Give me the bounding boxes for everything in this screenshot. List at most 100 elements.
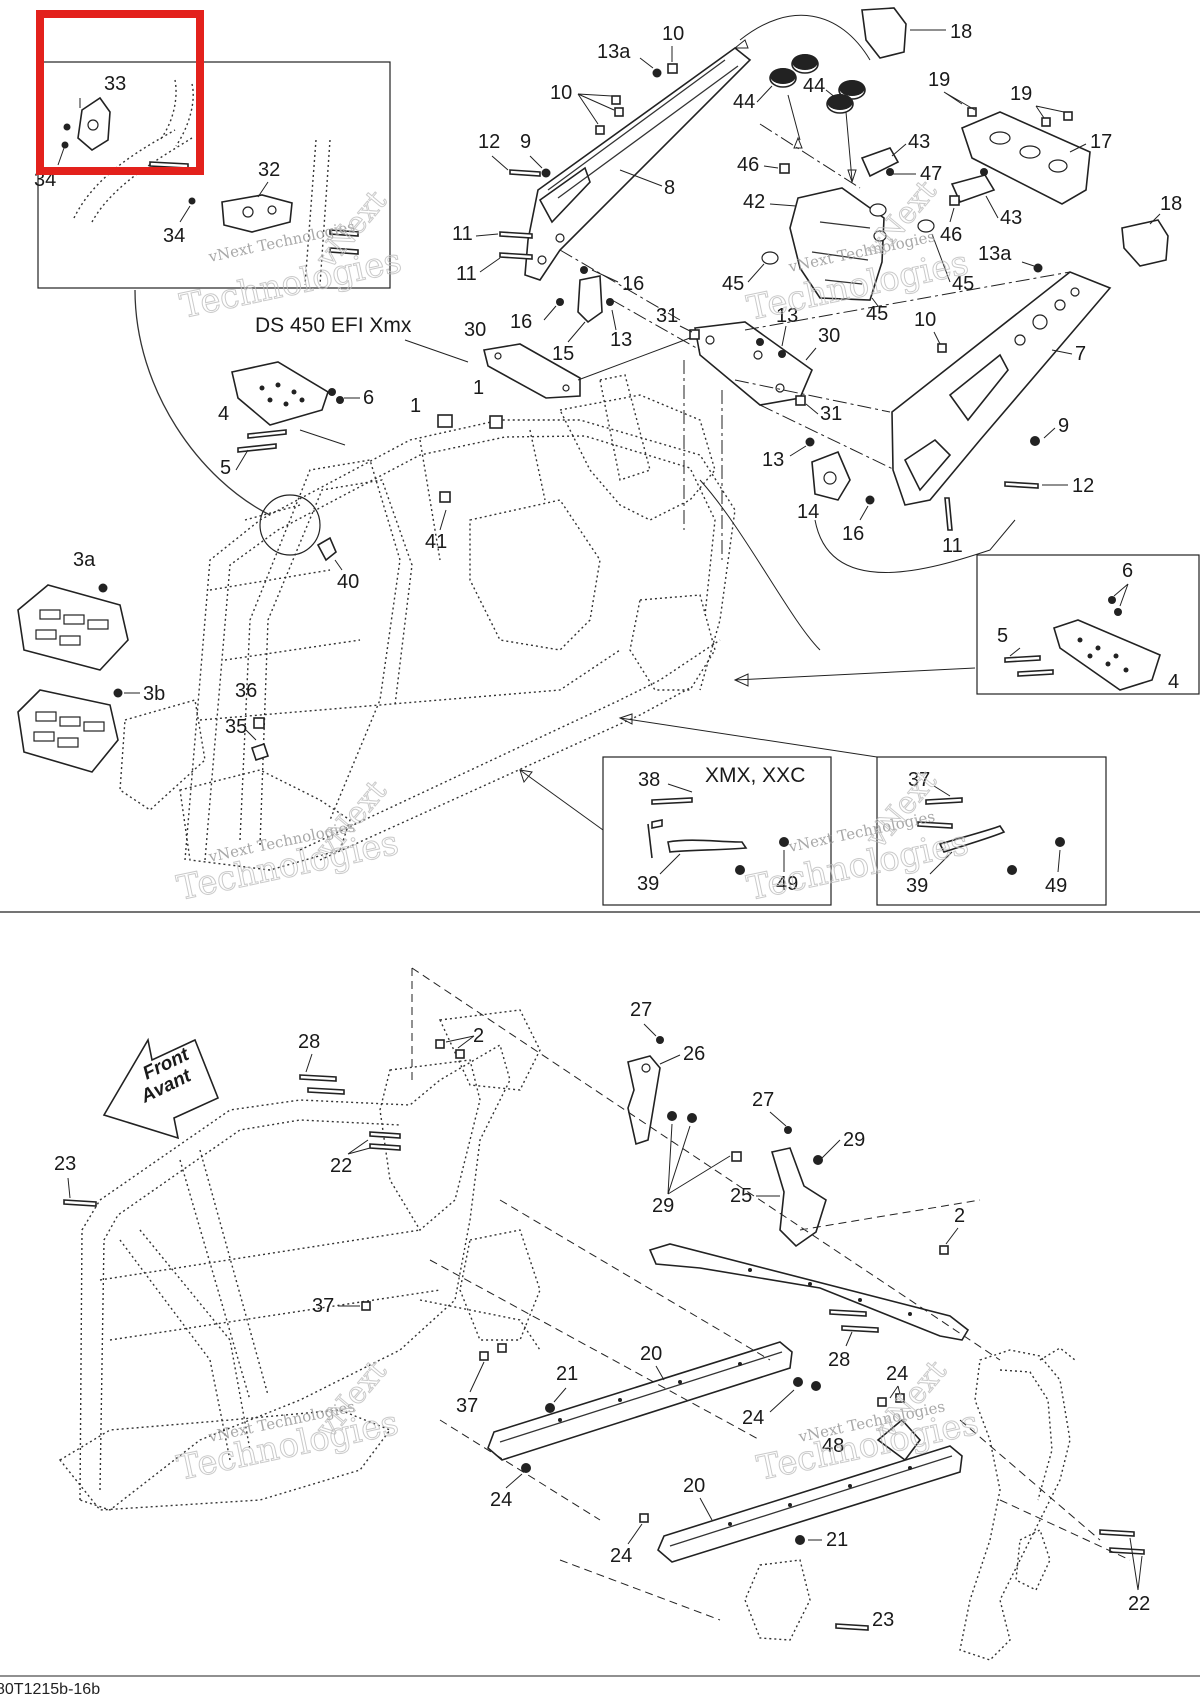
inset-frame-tube-upper	[159, 79, 194, 147]
clip-40	[316, 536, 337, 562]
callout-19-a: 19	[928, 69, 950, 91]
callout-47: 47	[920, 163, 942, 185]
callout-27-right: 27	[752, 1089, 774, 1111]
callout-44-a: 44	[733, 91, 755, 113]
skidplate-3b-ghost	[119, 699, 206, 811]
callout-45-b: 45	[952, 273, 974, 295]
bracket-26	[627, 1055, 661, 1146]
callout-46-a: 46	[737, 154, 759, 176]
bracket-rear-lower	[744, 1559, 811, 1641]
nut-41	[439, 491, 451, 503]
callout-10-right: 10	[914, 309, 936, 331]
callout-16-c: 16	[842, 523, 864, 545]
callout-5-left: 5	[220, 457, 231, 479]
frame-arm-8-cutout	[538, 166, 591, 224]
bolt-1a	[437, 414, 453, 428]
frame-arm-8	[524, 46, 752, 281]
bolt-5c	[1004, 655, 1041, 663]
caption-xmx-xxc: XMX, XXC	[705, 764, 805, 787]
callout-6-left: 6	[363, 387, 374, 409]
callout-5-right: 5	[997, 625, 1008, 647]
callout-1-left: 1	[410, 395, 421, 417]
frame-arm-7-cutout	[948, 353, 1009, 422]
frame-bottom	[58, 1009, 541, 1511]
callout-13-c: 13	[762, 449, 784, 471]
callout-40: 40	[337, 571, 359, 593]
frame-rear-right	[959, 1347, 1076, 1661]
callout-16-a: 16	[622, 273, 644, 295]
callout-49-xmx: 49	[776, 873, 798, 895]
nut-13a-top	[652, 68, 662, 78]
callout-20-upper: 20	[640, 1343, 662, 1365]
callout-10-top: 10	[662, 23, 684, 45]
drawing-code: 80T1215b-16b	[0, 1681, 100, 1697]
bolt-5d	[1017, 669, 1054, 677]
callout-36: 36	[235, 680, 257, 702]
callout-22-left: 22	[330, 1155, 352, 1177]
callout-4-right: 4	[1168, 671, 1179, 693]
callout-37-bottom-a: 37	[312, 1295, 334, 1317]
skidplate-3a	[17, 584, 129, 671]
callout-21-lower: 21	[826, 1529, 848, 1551]
callout-29-left: 29	[652, 1195, 674, 1217]
inset-leader-curve	[134, 289, 271, 516]
callout-8: 8	[664, 177, 675, 199]
bracket-43-a	[860, 147, 900, 178]
callout-10-mid: 10	[550, 82, 572, 104]
callout-16-b: 16	[510, 311, 532, 333]
rail-20-lower	[657, 1445, 963, 1563]
callout-31-top: 31	[656, 305, 678, 327]
clip-35	[250, 742, 270, 762]
callout-21-upper: 21	[556, 1363, 578, 1385]
skidplate-3b	[17, 689, 119, 773]
callout-39-ds450: 39	[906, 875, 928, 897]
bracket-42	[789, 187, 885, 301]
link-39-ds450	[938, 825, 1006, 853]
callout-35: 35	[225, 716, 247, 738]
bolt-23-left	[63, 1199, 97, 1207]
callout-38: 38	[638, 769, 660, 791]
bolt-10-top	[667, 63, 678, 74]
callout-20-lower: 20	[683, 1475, 705, 1497]
callout-49-ds450: 49	[1045, 875, 1067, 897]
callout-1-right: 1	[473, 377, 484, 399]
callout-29-right: 29	[843, 1129, 865, 1151]
callout-43-a: 43	[908, 131, 930, 153]
callout-48: 48	[822, 1435, 844, 1457]
callout-19-b: 19	[1010, 83, 1032, 105]
callout-13-a: 13	[610, 329, 632, 351]
caption-ds450: DS 450 EFI Xmx	[255, 314, 412, 337]
callout-22-right: 22	[1128, 1593, 1150, 1615]
callout-41: 41	[425, 531, 447, 553]
callout-9-right: 9	[1058, 415, 1069, 437]
callout-37-bottom-b: 37	[456, 1395, 478, 1417]
frame-arm-7	[891, 271, 1112, 506]
callout-9-top: 9	[520, 131, 531, 153]
callout-12-top: 12	[478, 131, 500, 153]
callout-2-right: 2	[954, 1205, 965, 1227]
bracket-25	[770, 1147, 827, 1248]
bracket-15	[577, 275, 603, 324]
inset-box-ds450	[876, 756, 1107, 906]
callout-27-top: 27	[630, 999, 652, 1021]
crossmember	[648, 1243, 970, 1341]
callout-11-b: 11	[456, 263, 477, 285]
nut-34-inset	[63, 123, 71, 131]
callout-31-bottom: 31	[820, 403, 842, 425]
callout-13a-top: 13a	[597, 41, 631, 63]
callout-23-right: 23	[872, 1609, 894, 1631]
callout-17: 17	[1090, 131, 1112, 153]
callout-24-a: 24	[490, 1489, 512, 1511]
footrest-4-left	[231, 361, 329, 426]
bolt-12-top	[509, 169, 541, 177]
callout-30-right: 30	[818, 325, 840, 347]
callout-18-top: 18	[950, 21, 972, 43]
footrest-4-right	[1053, 619, 1161, 691]
callout-30-left: 30	[464, 319, 486, 341]
callout-45-c: 45	[866, 303, 888, 325]
inset-box-footrest	[976, 554, 1200, 695]
callout-32: 32	[258, 159, 280, 181]
bolt-32a	[329, 229, 359, 237]
bolt-5a	[247, 429, 287, 439]
